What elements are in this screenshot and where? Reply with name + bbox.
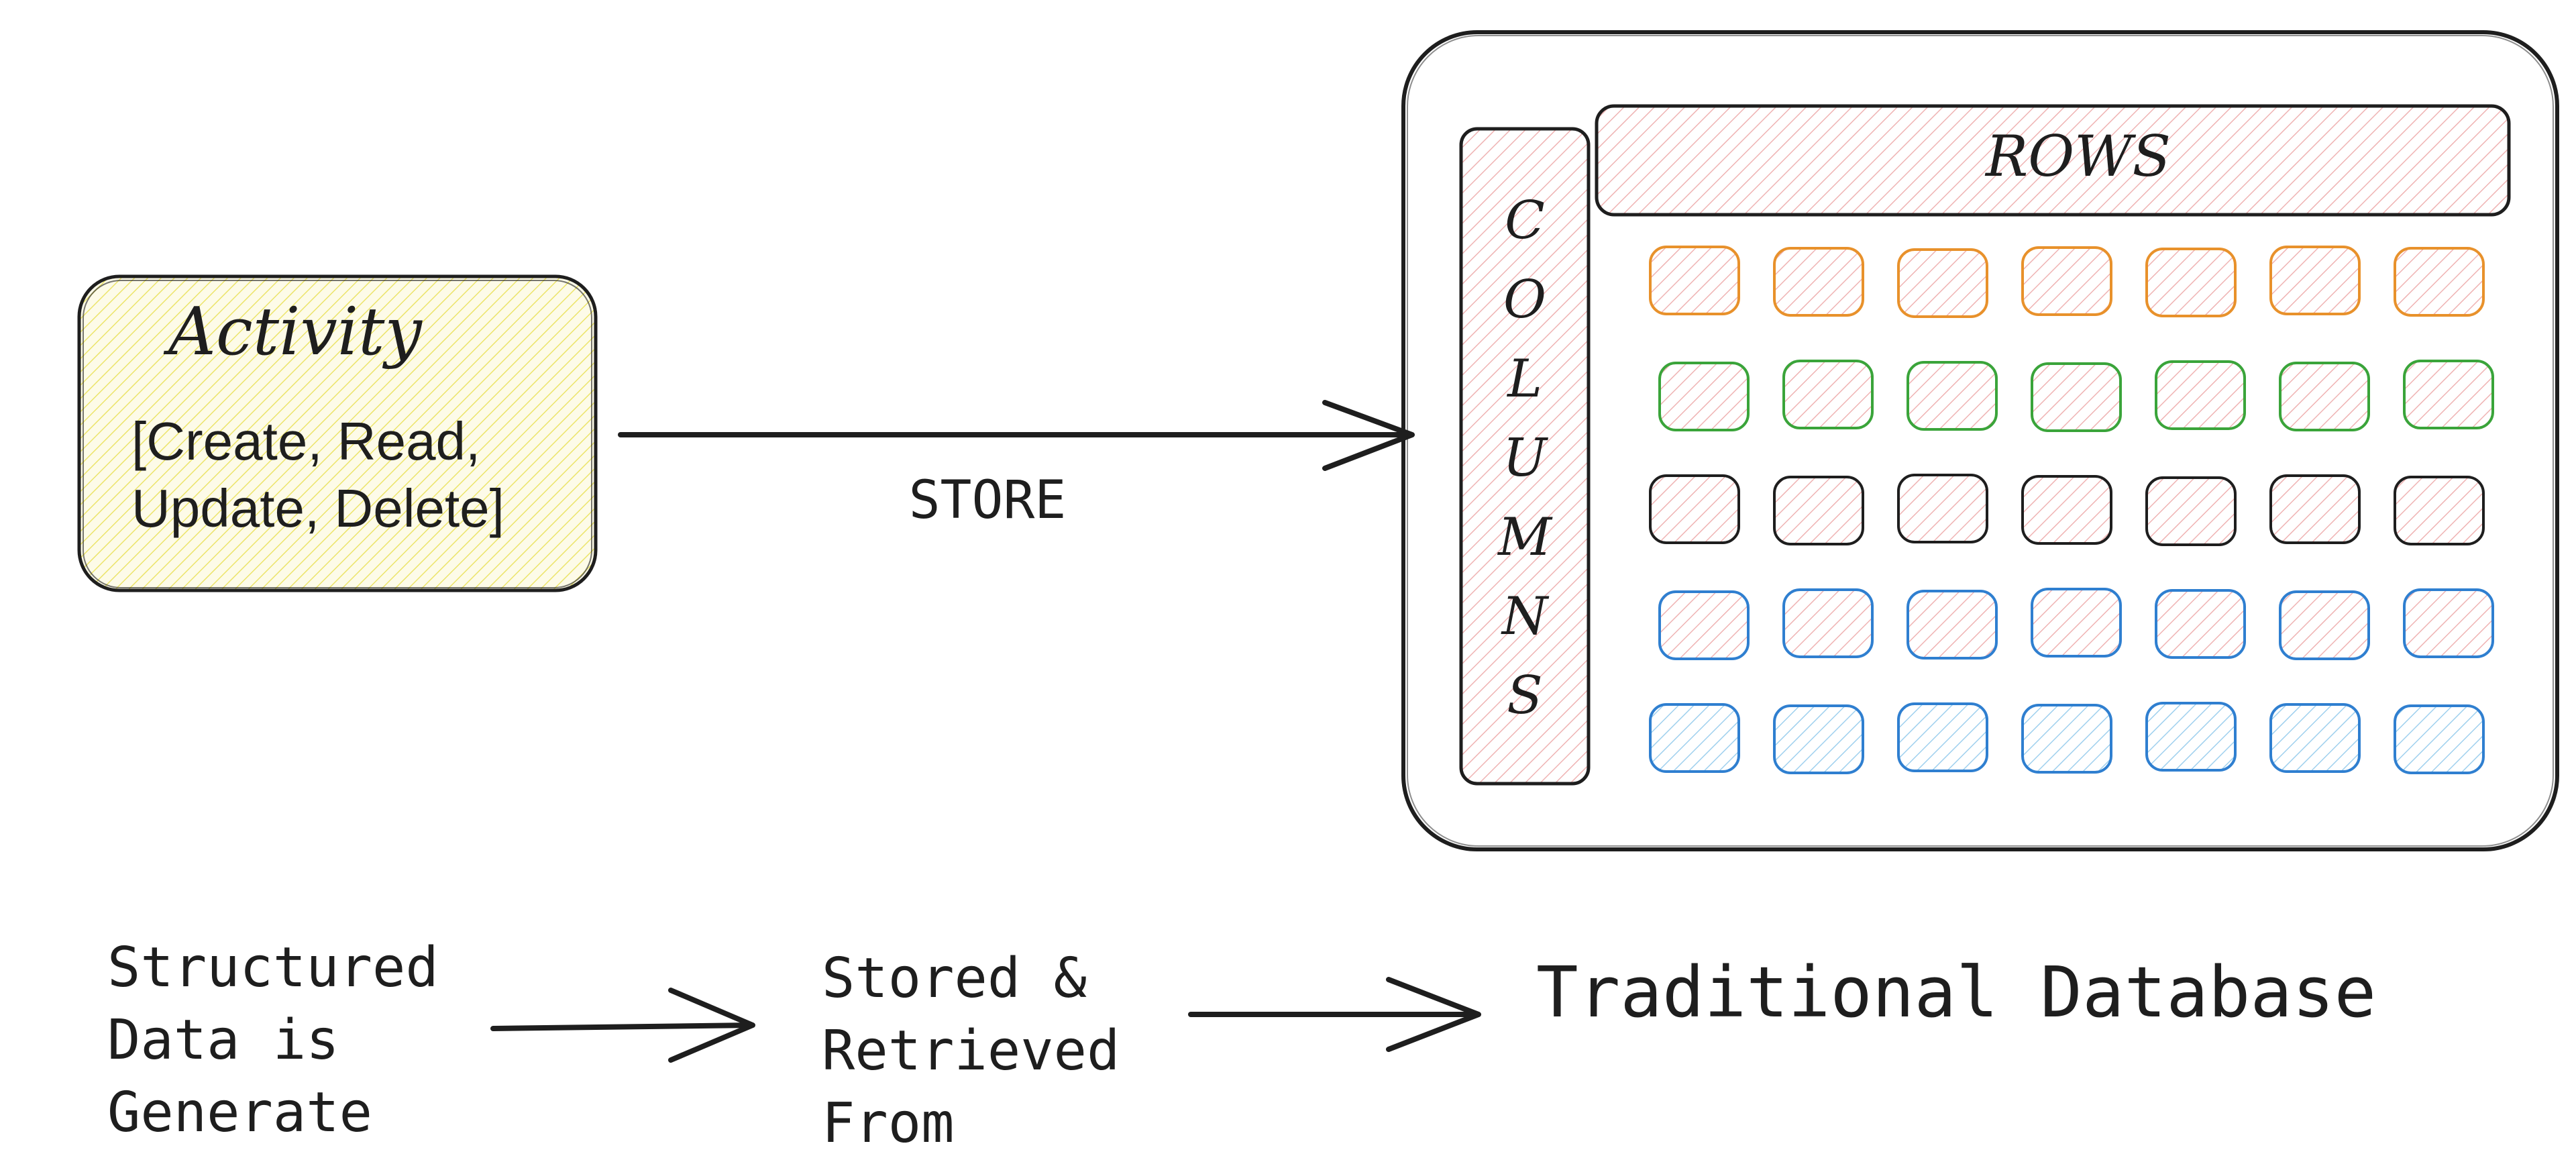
columns-letter: L bbox=[1506, 349, 1542, 409]
table-cell bbox=[2403, 360, 2494, 429]
table-cell bbox=[2269, 703, 2361, 773]
flow-step-1-line2: Data is bbox=[107, 1008, 339, 1072]
table-cell bbox=[1649, 474, 1740, 544]
flow-step-2-line1: Stored & bbox=[822, 947, 1087, 1010]
flow-arrow-1 bbox=[490, 988, 755, 1063]
flow-step-2-line3: From bbox=[822, 1092, 954, 1155]
rows-header: ROWS bbox=[1595, 104, 2511, 217]
table-cell bbox=[1897, 474, 1988, 543]
columns-letter: O bbox=[1503, 270, 1546, 330]
table-cell bbox=[2279, 362, 2370, 431]
table-cell bbox=[1782, 588, 1874, 658]
flow-step-1-line3: Generate bbox=[107, 1081, 372, 1145]
store-arrow bbox=[618, 400, 1415, 471]
table-cell bbox=[2279, 590, 2370, 660]
table-cell bbox=[1897, 702, 1988, 772]
table-cell bbox=[2031, 588, 2122, 657]
table-cell bbox=[2155, 589, 2246, 659]
table-cell bbox=[2394, 476, 2485, 545]
cell-grid bbox=[1649, 246, 2494, 774]
table-cell bbox=[1907, 590, 1998, 660]
table-cell bbox=[1649, 703, 1740, 773]
flow-step-3: Traditional Database bbox=[1536, 951, 2376, 1033]
flow-step-2-line2: Retrieved bbox=[822, 1019, 1120, 1083]
database-container bbox=[1401, 30, 2559, 851]
table-cell bbox=[1907, 361, 1998, 431]
columns-letter: M bbox=[1497, 507, 1553, 568]
table-cell bbox=[2269, 474, 2361, 544]
table-cell bbox=[2155, 360, 2246, 430]
table-cell bbox=[2021, 475, 2112, 545]
table-cell bbox=[1773, 704, 1864, 774]
columns-letter: C bbox=[1505, 191, 1545, 251]
table-cell bbox=[2145, 248, 2237, 317]
table-cell bbox=[2145, 702, 2237, 772]
table-cell bbox=[2394, 247, 2485, 317]
table-cell bbox=[1658, 362, 1750, 431]
table-cell bbox=[1649, 246, 1740, 315]
columns-letter: N bbox=[1501, 586, 1550, 647]
activity-box: Activity [Create, Read, Update, Delete] bbox=[77, 274, 598, 592]
flow-arrow-2 bbox=[1188, 977, 1481, 1052]
activity-ops-line1: [Create, Read, bbox=[131, 411, 480, 471]
flow-step-2: Stored & Retrieved From bbox=[822, 947, 1120, 1155]
table-cell bbox=[2031, 362, 2122, 432]
flow-step-1: Structured Data is Generate bbox=[107, 936, 439, 1145]
table-cell bbox=[2394, 704, 2485, 774]
table-cell bbox=[1773, 247, 1864, 317]
table-cell bbox=[2145, 476, 2237, 546]
table-cell bbox=[2021, 704, 2112, 774]
rows-label: ROWS bbox=[1984, 123, 2171, 189]
flow-step-1-line1: Structured bbox=[107, 936, 439, 1000]
table-cell bbox=[1773, 476, 1864, 545]
table-cell bbox=[2021, 246, 2112, 316]
table-cell bbox=[1658, 590, 1750, 660]
columns-letter: S bbox=[1507, 666, 1542, 726]
table-cell bbox=[1897, 248, 1988, 318]
table-cell bbox=[1782, 360, 1874, 429]
table-cell bbox=[2403, 588, 2494, 658]
columns-letter: U bbox=[1503, 428, 1548, 488]
activity-title: Activity bbox=[163, 294, 423, 370]
table-cell bbox=[2269, 246, 2361, 315]
activity-ops-line2: Update, Delete] bbox=[131, 478, 504, 538]
store-label: STORE bbox=[909, 470, 1067, 531]
